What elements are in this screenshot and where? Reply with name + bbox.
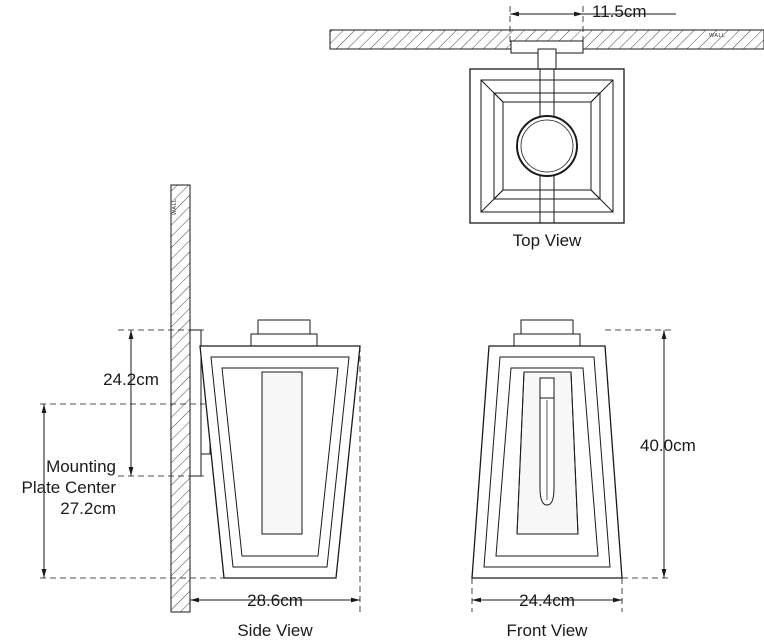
front-view-bulb	[539, 377, 555, 506]
mounting-plate-center-label-line2: Plate Center	[21, 478, 117, 497]
top-view-mount-stem	[510, 40, 584, 72]
side-view-top-cap	[250, 319, 318, 347]
top-view-projection-dimension	[509, 6, 676, 42]
side-view-mounting-center-dimension	[40, 403, 224, 579]
front-view-width-dimension	[471, 578, 623, 612]
caption-front-view: Front View	[506, 621, 588, 640]
caption-side-view: Side View	[237, 621, 313, 640]
mounting-plate-center-value: 27.2cm	[60, 499, 116, 518]
side-view-depth-dimension	[189, 346, 361, 612]
front-view-top-cap	[513, 319, 581, 347]
dimension-side-depth: 28.6cm	[247, 591, 303, 610]
side-view-lantern-body	[199, 345, 361, 579]
caption-top-view: Top View	[512, 231, 582, 250]
side-view-group	[40, 184, 361, 613]
dimension-front-width: 24.4cm	[519, 591, 575, 610]
front-view-group	[471, 319, 672, 612]
dimension-top-projection: 11.5cm	[592, 2, 647, 21]
side-view-wall	[170, 184, 191, 613]
mounting-plate-center-label-line1: Mounting	[46, 457, 116, 476]
dimension-side-height: 24.2cm	[103, 370, 159, 389]
front-view-height-dimension	[605, 329, 672, 579]
top-view-fixture	[469, 68, 625, 224]
side-view-height-dimension	[118, 329, 205, 477]
wall-tag-top: WALL	[709, 33, 726, 39]
top-view-group	[329, 6, 764, 224]
wall-tag-side: WALL	[172, 198, 178, 215]
dimension-front-height: 40.0cm	[640, 436, 696, 455]
